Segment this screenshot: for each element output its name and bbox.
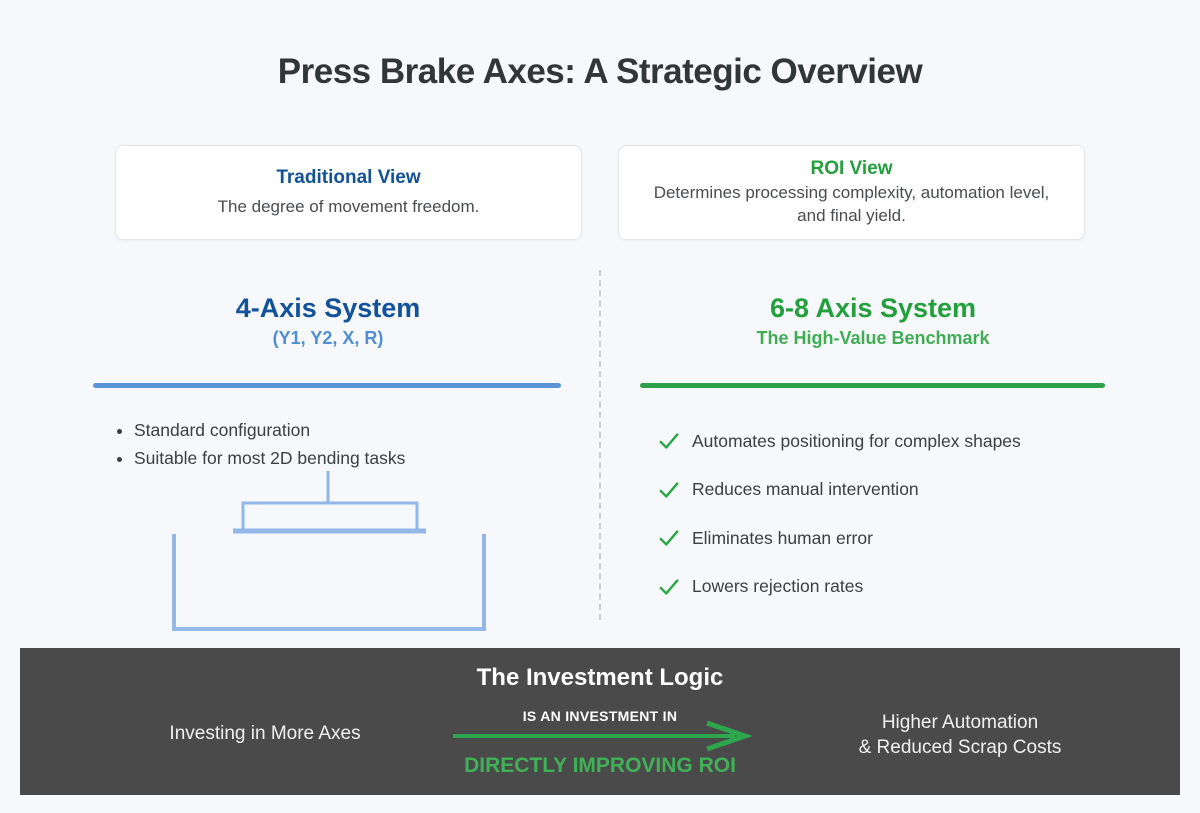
four-axis-header: 4-Axis System (Y1, Y2, X, R) [95,293,561,349]
checklist-item-label: Reduces manual intervention [692,479,919,499]
check-icon [659,578,679,595]
six-eight-axis-header: 6-8 Axis System The High-Value Benchmark [640,293,1106,349]
checklist-item: Automates positioning for complex shapes [658,426,1098,456]
six-eight-axis-title: 6-8 Axis System [769,293,977,323]
checklist-item-label: Lowers rejection rates [692,576,864,596]
column-divider [599,270,601,620]
page-title: Press Brake Axes: A Strategic Overview [277,52,923,91]
six-eight-axis-rule [640,383,1105,388]
investment-right-line2: & Reduced Scrap Costs [858,737,1062,758]
four-axis-rule [93,383,561,388]
investment-right-text: Higher Automation & Reduced Scrap Costs [790,710,1130,760]
check-icon [659,481,679,498]
bullet-item: Suitable for most 2D bending tasks [134,444,405,472]
six-eight-axis-checklist: Automates positioning for complex shapes… [658,426,1098,620]
roi-view-title: ROI View [810,157,893,179]
arrow-right-icon [453,720,753,752]
investment-middle-result: DIRECTLY IMPROVING ROI [464,754,736,777]
traditional-view-card: Traditional View The degree of movement … [115,145,582,240]
checklist-item: Reduces manual intervention [658,475,1098,505]
investment-middle-caption: IS AN INVESTMENT IN [522,708,678,724]
four-axis-subtitle: (Y1, Y2, X, R) [272,328,384,348]
four-axis-bullet-list: Standard configuration Suitable for most… [118,416,405,472]
checklist-item: Lowers rejection rates [658,572,1098,602]
roi-view-card: ROI View Determines processing complexit… [618,145,1085,240]
four-axis-title: 4-Axis System [235,293,421,323]
checklist-item: Eliminates human error [658,523,1098,553]
investment-middle-block: IS AN INVESTMENT IN DIRECTLY IMPROVING R… [440,708,760,778]
press-brake-schematic-icon [172,471,486,631]
checklist-item-label: Automates positioning for complex shapes [692,430,1021,451]
check-icon [659,530,679,546]
checklist-item-label: Eliminates human error [692,527,873,548]
investment-left-text: Investing in More Axes [169,723,361,744]
investment-right-line1: Higher Automation [881,712,1039,733]
traditional-view-title: Traditional View [276,166,421,188]
traditional-view-body: The degree of movement freedom. [217,196,480,216]
check-icon [659,433,679,449]
roi-view-body: Determines processing complexity, automa… [653,182,1050,225]
bullet-item: Standard configuration [134,416,405,444]
investment-logic-bar: The Investment Logic Investing in More A… [20,648,1180,795]
investment-logic-title: The Investment Logic [476,664,724,691]
six-eight-axis-subtitle: The High-Value Benchmark [756,328,990,348]
